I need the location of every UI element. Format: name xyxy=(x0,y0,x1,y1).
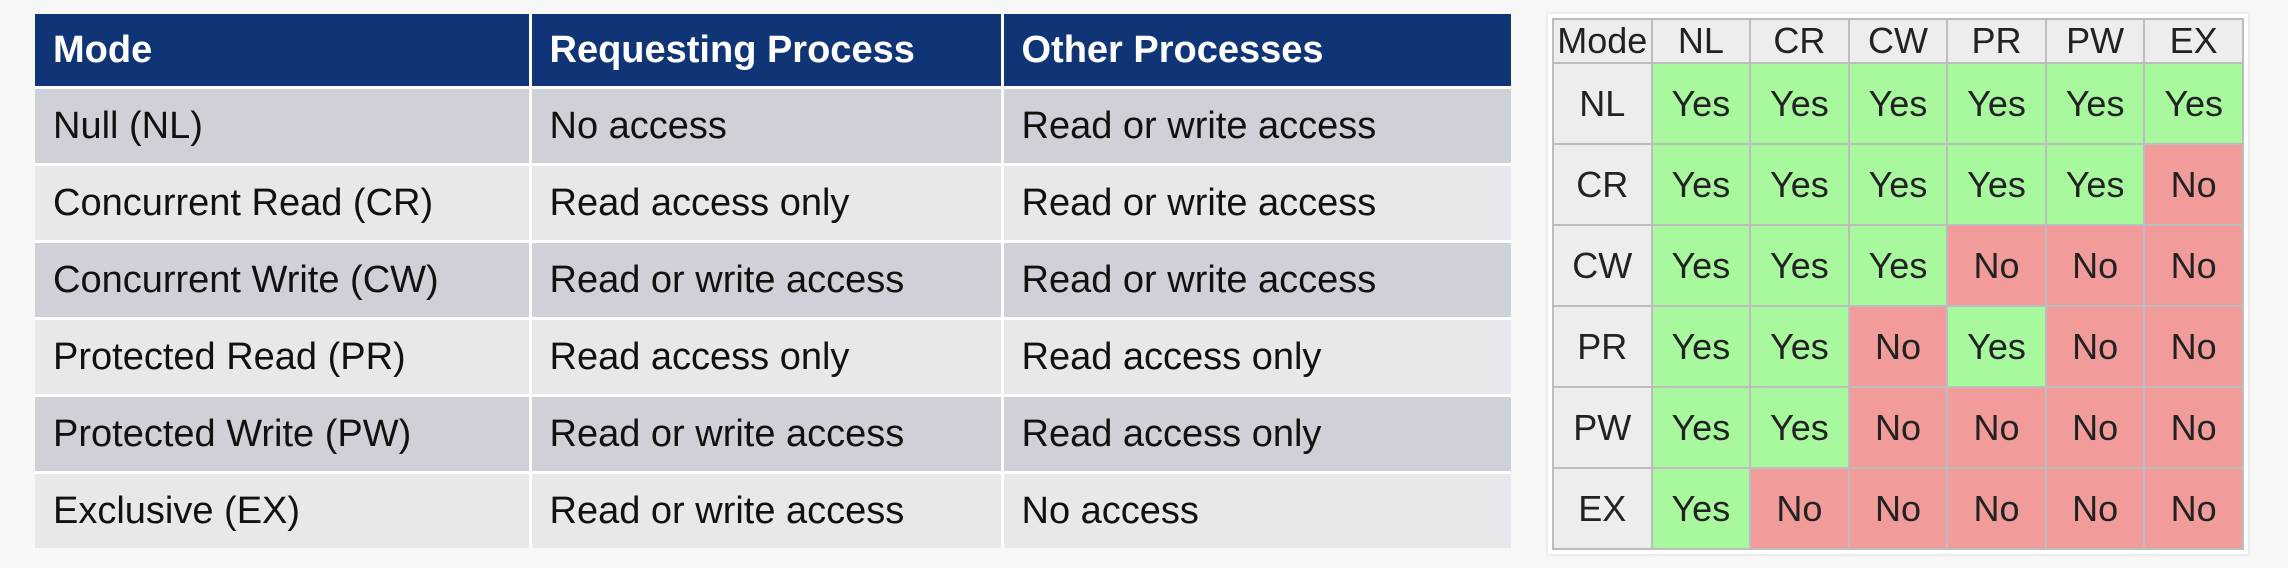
requesting-cell: Read or write access xyxy=(530,240,1004,319)
matrix-cell: Yes xyxy=(1847,62,1949,145)
requesting-cell: Read or write access xyxy=(530,471,1004,548)
requesting-cell: No access xyxy=(530,86,1004,165)
matrix-cell: Yes xyxy=(1749,305,1850,388)
matrix-row-header: CW xyxy=(1552,224,1653,307)
matrix-cell: No xyxy=(1946,224,2047,307)
matrix-cell: Yes xyxy=(2143,62,2244,145)
matrix-cell: No xyxy=(2044,386,2146,469)
matrix-cell: Yes xyxy=(2044,62,2146,145)
other-cell: Read or write access xyxy=(1002,163,1511,242)
matrix-cell: Yes xyxy=(1650,467,1752,550)
mode-cell: Protected Read (PR) xyxy=(35,317,532,396)
matrix-cell: Yes xyxy=(1650,62,1752,145)
matrix-cell: Yes xyxy=(1650,224,1752,307)
requesting-cell: Read access only xyxy=(530,317,1004,396)
matrix-col-header: CR xyxy=(1749,18,1850,64)
matrix-cell: No xyxy=(2143,467,2244,550)
matrix-cell: Yes xyxy=(1946,305,2047,388)
matrix-cell: Yes xyxy=(1650,305,1752,388)
lock-modes-table: Mode Requesting Process Other Processes … xyxy=(35,14,1511,548)
table-row: Protected Read (PR) Read access only Rea… xyxy=(35,317,1511,396)
table-row: Concurrent Read (CR) Read access only Re… xyxy=(35,163,1511,242)
matrix-cell: Yes xyxy=(1749,224,1850,307)
matrix-cell: No xyxy=(2044,467,2146,550)
matrix-cell: Yes xyxy=(1847,143,1949,226)
matrix-cell: No xyxy=(2143,224,2244,307)
matrix-row-header: NL xyxy=(1552,62,1653,145)
matrix-cell: No xyxy=(1847,386,1949,469)
mode-cell: Protected Write (PW) xyxy=(35,394,532,473)
matrix-row-header: PR xyxy=(1552,305,1653,388)
matrix-cell: No xyxy=(2143,386,2244,469)
other-cell: Read or write access xyxy=(1002,240,1511,319)
mode-cell: Exclusive (EX) xyxy=(35,471,532,548)
matrix-cell: No xyxy=(2143,305,2244,388)
header-mode: Mode xyxy=(35,14,532,88)
matrix-corner-label: Mode xyxy=(1552,18,1653,64)
header-other-processes: Other Processes xyxy=(1002,14,1511,88)
matrix-cell: Yes xyxy=(1650,143,1752,226)
matrix-cell: Yes xyxy=(1946,62,2047,145)
matrix-col-header: NL xyxy=(1650,18,1752,64)
matrix-row-header: PW xyxy=(1552,386,1653,469)
other-cell: Read access only xyxy=(1002,317,1511,396)
header-requesting-process: Requesting Process xyxy=(530,14,1004,88)
matrix-header-row: Mode NL CR CW PR PW EX xyxy=(1552,18,2244,64)
table-row: Null (NL) No access Read or write access xyxy=(35,86,1511,165)
matrix-col-header: PW xyxy=(2044,18,2146,64)
mode-cell: Null (NL) xyxy=(35,86,532,165)
mode-cell: Concurrent Write (CW) xyxy=(35,240,532,319)
matrix-cell: No xyxy=(1847,467,1949,550)
matrix-cell: Yes xyxy=(1650,386,1752,469)
matrix-col-header: EX xyxy=(2143,18,2244,64)
modes-table-header-row: Mode Requesting Process Other Processes xyxy=(35,14,1511,88)
matrix-cell: Yes xyxy=(1749,386,1850,469)
other-cell: No access xyxy=(1002,471,1511,548)
matrix-cell: Yes xyxy=(1847,224,1949,307)
matrix-cell: No xyxy=(1749,467,1850,550)
matrix-cell: No xyxy=(2044,305,2146,388)
other-cell: Read access only xyxy=(1002,394,1511,473)
table-row: Concurrent Write (CW) Read or write acce… xyxy=(35,240,1511,319)
matrix-cell: No xyxy=(1946,467,2047,550)
mode-cell: Concurrent Read (CR) xyxy=(35,163,532,242)
matrix-col-header: PR xyxy=(1946,18,2047,64)
matrix-col-header: CW xyxy=(1847,18,1949,64)
matrix-cell: No xyxy=(1847,305,1949,388)
matrix-row-header: CR xyxy=(1552,143,1653,226)
matrix-cell: No xyxy=(2044,224,2146,307)
requesting-cell: Read or write access xyxy=(530,394,1004,473)
matrix-row-header: EX xyxy=(1552,467,1653,550)
matrix-cell: Yes xyxy=(1946,143,2047,226)
matrix-cell: Yes xyxy=(1749,143,1850,226)
matrix-cell: Yes xyxy=(2044,143,2146,226)
matrix-cell: No xyxy=(2143,143,2244,226)
table-row: Protected Write (PW) Read or write acces… xyxy=(35,394,1511,473)
matrix-cell: Yes xyxy=(1749,62,1850,145)
other-cell: Read or write access xyxy=(1002,86,1511,165)
requesting-cell: Read access only xyxy=(530,163,1004,242)
table-row: Exclusive (EX) Read or write access No a… xyxy=(35,471,1511,548)
matrix-cell: No xyxy=(1946,386,2047,469)
